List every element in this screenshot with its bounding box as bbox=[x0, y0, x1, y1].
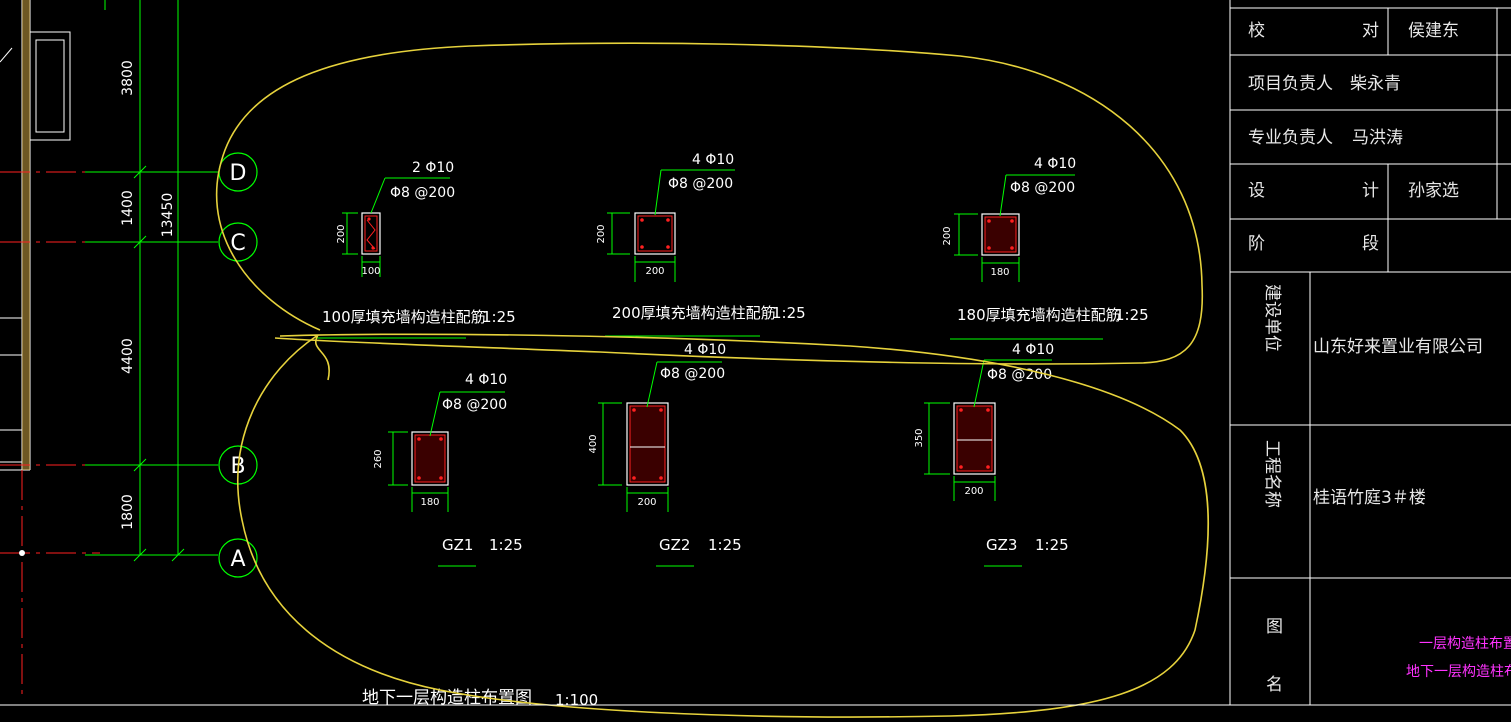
wall180-height: 200 bbox=[942, 226, 953, 245]
tb-project-lead-name: 柴永青 bbox=[1350, 74, 1401, 94]
detail-gz1[interactable]: 4 Φ10 Φ8 @200 260 180 GZ1 1:25 bbox=[373, 372, 523, 567]
grid-node bbox=[19, 550, 25, 556]
axis-grid-lines bbox=[0, 0, 218, 700]
wall100-main-bars: 2 Φ10 bbox=[412, 160, 454, 176]
gz2-title: GZ2 bbox=[659, 536, 690, 554]
plan-title: 地下一层构造柱布置图 bbox=[362, 688, 532, 708]
tb-phase-label-1: 阶 bbox=[1248, 234, 1265, 254]
tb-checker-label-1: 校 bbox=[1248, 21, 1265, 41]
gz1-width: 180 bbox=[420, 497, 439, 508]
wall180-stirrup: Φ8 @200 bbox=[1010, 180, 1075, 196]
tb-checker-label-2: 对 bbox=[1362, 21, 1379, 41]
axis-bubbles: D C B A bbox=[218, 152, 258, 578]
gz3-height: 350 bbox=[914, 428, 925, 447]
wall180-title: 180厚填充墙构造柱配筋 bbox=[957, 306, 1121, 324]
tb-project-label: 工程名称 bbox=[1262, 440, 1282, 508]
detail-gz2[interactable]: 4 Φ10 Φ8 @200 400 200 GZ2 1:25 bbox=[588, 342, 742, 567]
tb-designer-label-1: 设 bbox=[1248, 181, 1265, 201]
gz3-scale: 1:25 bbox=[1035, 536, 1069, 554]
axis-bubble-C: C bbox=[218, 222, 258, 262]
tb-drawing-label-2: 名 bbox=[1266, 675, 1283, 695]
wall200-title: 200厚填充墙构造柱配筋 bbox=[612, 304, 776, 322]
gz3-main-bars: 4 Φ10 bbox=[1012, 342, 1054, 358]
dim-1800: 1800 bbox=[120, 494, 136, 530]
axis-label-D: D bbox=[230, 161, 247, 186]
gz2-width: 200 bbox=[637, 497, 656, 508]
tb-project-name: 桂语竹庭3＃楼 bbox=[1313, 488, 1426, 508]
tb-designer-label-2: 计 bbox=[1362, 181, 1379, 201]
tb-discipline-lead-label: 专业负责人 bbox=[1248, 128, 1333, 148]
title-block: 校 对 侯建东 项目负责人 柴永青 专业负责人 马洪涛 设 计 孙家选 阶 段 … bbox=[0, 0, 1511, 706]
plan-fragment bbox=[0, 0, 71, 471]
tb-checker-name: 侯建东 bbox=[1408, 21, 1459, 41]
axis-bubble-A: A bbox=[218, 538, 258, 578]
gz1-height: 260 bbox=[373, 449, 384, 468]
wall100-height: 200 bbox=[336, 224, 347, 243]
dim-4400: 4400 bbox=[120, 338, 136, 374]
gz1-stirrup: Φ8 @200 bbox=[442, 397, 507, 413]
markup-loop-lower bbox=[237, 333, 1209, 718]
wall200-main-bars: 4 Φ10 bbox=[692, 152, 734, 168]
wall200-height: 200 bbox=[596, 224, 607, 243]
detail-wall180[interactable]: 4 Φ10 Φ8 @200 200 180 180厚填充墙构造柱配筋 1:25 bbox=[942, 156, 1149, 340]
tb-drawing-name-2: 地下一层构造柱布 bbox=[1406, 664, 1511, 680]
wall100-title: 100厚填充墙构造柱配筋 bbox=[322, 308, 486, 326]
wall100-width: 100 bbox=[361, 266, 380, 277]
tb-project-lead-label: 项目负责人 bbox=[1248, 74, 1333, 94]
wall200-scale: 1:25 bbox=[772, 304, 806, 322]
markup-annotations bbox=[215, 42, 1209, 718]
wall180-main-bars: 4 Φ10 bbox=[1034, 156, 1076, 172]
wall100-scale: 1:25 bbox=[482, 308, 516, 326]
gz3-width: 200 bbox=[964, 486, 983, 497]
wall200-stirrup: Φ8 @200 bbox=[668, 176, 733, 192]
gz2-scale: 1:25 bbox=[708, 536, 742, 554]
tb-client-label: 建设单位 bbox=[1262, 284, 1282, 352]
axis-label-C: C bbox=[230, 231, 245, 256]
tb-drawing-label-1: 图 bbox=[1266, 617, 1283, 637]
wall200-width: 200 bbox=[645, 266, 664, 277]
gz3-stirrup: Φ8 @200 bbox=[987, 367, 1052, 383]
dim-13450: 13450 bbox=[160, 193, 176, 238]
dim-1400: 1400 bbox=[120, 190, 136, 226]
axis-bubble-D: D bbox=[218, 152, 258, 192]
wall180-scale: 1:25 bbox=[1115, 306, 1149, 324]
gz2-stirrup: Φ8 @200 bbox=[660, 366, 725, 382]
gz1-title: GZ1 bbox=[442, 536, 473, 554]
wall-hatch bbox=[22, 0, 30, 470]
detail-gz3[interactable]: 4 Φ10 Φ8 @200 350 200 GZ3 1:25 bbox=[914, 342, 1069, 567]
gz1-scale: 1:25 bbox=[489, 536, 523, 554]
tb-designer-name: 孙家选 bbox=[1408, 181, 1459, 201]
wall100-stirrup: Φ8 @200 bbox=[390, 185, 455, 201]
tb-drawing-name-1: 一层构造柱布置 bbox=[1419, 636, 1511, 652]
markup-loop-upper bbox=[215, 42, 1204, 365]
detail-wall200[interactable]: 4 Φ10 Φ8 @200 200 200 200厚填充墙构造柱配筋 1:25 bbox=[596, 152, 806, 337]
axis-label-A: A bbox=[230, 547, 245, 572]
dim-3800: 3800 bbox=[120, 60, 136, 96]
tb-client-name: 山东好来置业有限公司 bbox=[1313, 337, 1483, 357]
gz2-main-bars: 4 Φ10 bbox=[684, 342, 726, 358]
wall180-width: 180 bbox=[990, 267, 1009, 278]
gz1-main-bars: 4 Φ10 bbox=[465, 372, 507, 388]
tb-discipline-lead-name: 马洪涛 bbox=[1352, 128, 1403, 148]
gz3-title: GZ3 bbox=[986, 536, 1017, 554]
dimension-texts: 3800 1400 4400 1800 13450 bbox=[120, 60, 176, 530]
detail-wall100[interactable]: 2 Φ10 Φ8 @200 200 100 100厚填充墙构造柱配筋 1:25 bbox=[316, 160, 516, 339]
tb-phase-label-2: 段 bbox=[1362, 234, 1379, 254]
gz2-height: 400 bbox=[588, 434, 599, 453]
